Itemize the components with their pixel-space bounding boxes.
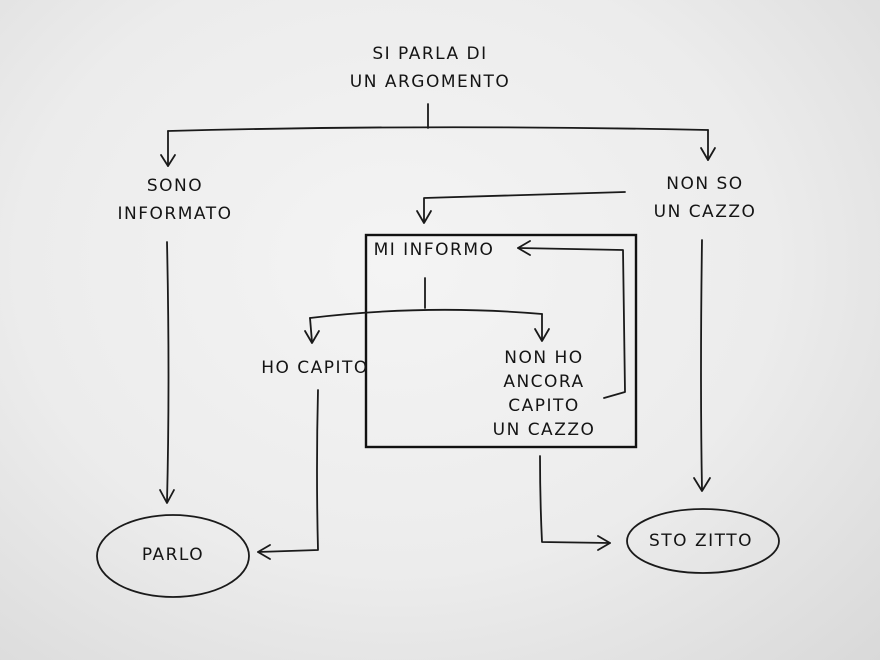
node-understood: HO CAPITO — [261, 358, 369, 378]
arrow-head-silent-side — [597, 535, 611, 551]
silent-ellipse — [626, 508, 780, 574]
arrow-head-not-yet — [534, 328, 550, 342]
node-informed: SONO INFORMATO — [117, 176, 233, 224]
branch-understood-drop — [309, 317, 313, 343]
research-loop-box — [364, 233, 638, 449]
arrow-head-understood — [304, 330, 320, 344]
arrow-head-speak-side — [257, 544, 271, 560]
arrow-head-clueless — [700, 147, 716, 161]
arrow-head-speak — [159, 489, 175, 504]
node-silent: STO ZITTO — [649, 531, 753, 551]
informed-to-speak-line — [166, 241, 170, 503]
node-speak: PARLO — [141, 545, 205, 565]
topic-branch-line — [167, 126, 709, 132]
understood-to-speak-line — [257, 389, 319, 553]
node-not-yet: NON HO ANCORA CAPITO UN CAZZO — [492, 348, 596, 440]
node-research: MI INFORMO — [373, 240, 495, 260]
arrow-head-research — [416, 210, 432, 224]
node-clueless: NON SO UN CAZZO — [653, 174, 757, 222]
clueless-to-research-line — [423, 191, 626, 223]
arrow-head-silent-top — [693, 477, 711, 492]
arrow-head-loop — [517, 240, 531, 256]
not-yet-to-silent-line — [539, 455, 611, 544]
speak-ellipse — [96, 514, 250, 598]
research-branch-line — [309, 308, 543, 319]
node-topic: SI PARLA DI UN ARGOMENTO — [349, 44, 511, 92]
arrow-head-informed — [160, 154, 176, 167]
clueless-to-silent-line — [700, 239, 703, 491]
loop-back-line — [517, 247, 626, 399]
